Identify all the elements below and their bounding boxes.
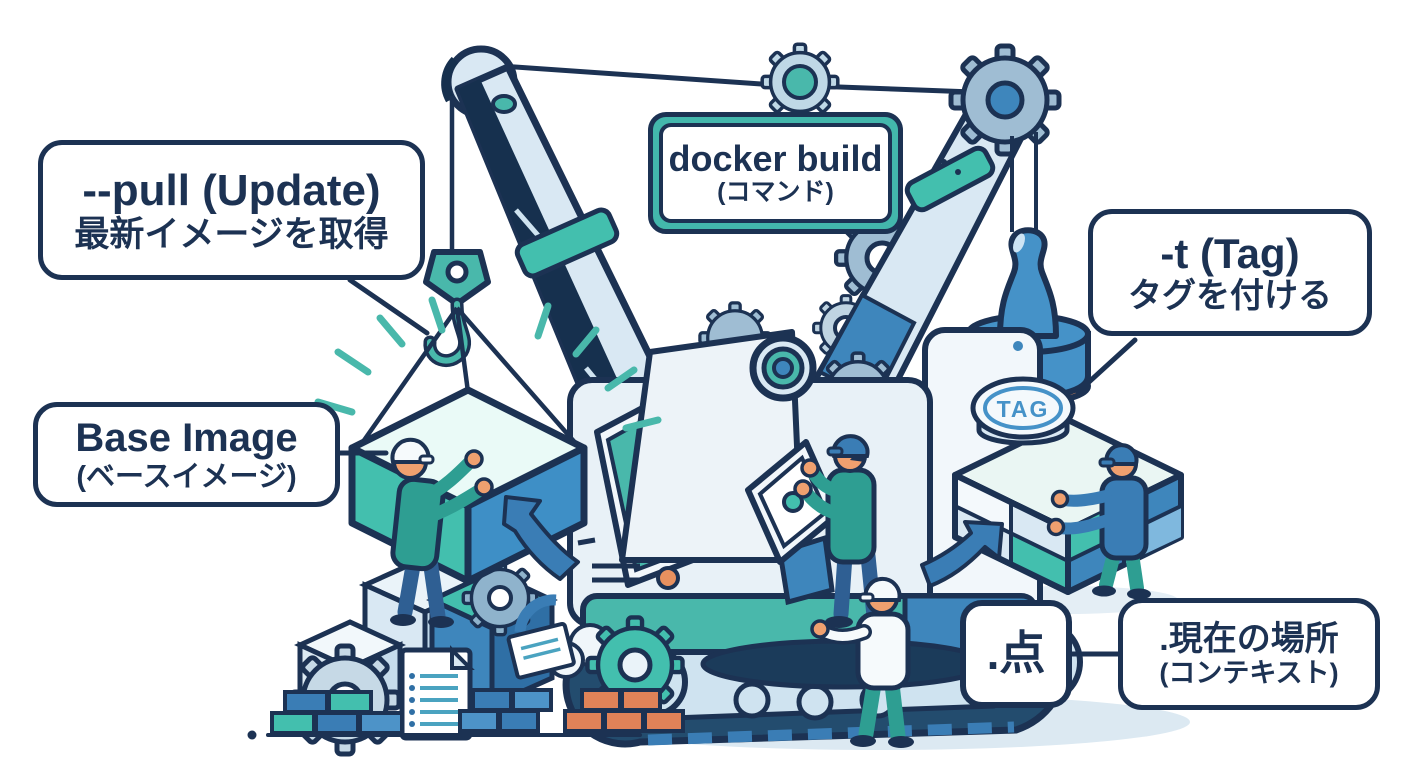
- brick-wall-blue: [458, 688, 553, 733]
- callout-pointer-lines: [337, 277, 1138, 657]
- pull-option-title: --pull (Update): [82, 165, 381, 215]
- tag-option-subtitle: タグを付ける: [1128, 276, 1332, 315]
- dockerfile-document: [399, 645, 475, 741]
- callout-dot: .点: [960, 600, 1072, 708]
- arrow-to-tag-cube: [920, 520, 1004, 588]
- callout-context: .現在の場所 (コンテキスト): [1118, 598, 1380, 710]
- worker-tag: [1046, 443, 1151, 600]
- sign-gear-icon: [760, 42, 840, 122]
- docker-build-subtitle: (コマンド): [717, 178, 834, 207]
- crane-cables: [471, 61, 1001, 96]
- arrow-to-crane: [502, 495, 580, 581]
- docker-build-title: docker build: [668, 138, 883, 180]
- context-title: .現在の場所: [1159, 619, 1339, 658]
- worker-context: [810, 576, 914, 748]
- dot-label: .点: [986, 627, 1046, 680]
- tag-option-title: -t (Tag): [1160, 229, 1300, 277]
- worker-base-image: [390, 437, 494, 628]
- context-subtitle: (コンテキスト): [1159, 657, 1339, 688]
- base-image-title: Base Image: [75, 415, 298, 460]
- callout-pull-option: --pull (Update) 最新イメージを取得: [38, 140, 425, 280]
- tag-label-oval: TAG: [970, 376, 1076, 446]
- callout-base-image: Base Image (ベースイメージ): [33, 402, 340, 507]
- brick-pile-orange: [563, 688, 685, 733]
- pull-option-subtitle: 最新イメージを取得: [74, 215, 389, 255]
- brick-pile-blue: [270, 690, 404, 735]
- paper-sheet: [506, 621, 576, 680]
- callout-tag-option: -t (Tag) タグを付ける: [1088, 209, 1372, 336]
- ground-line: [247, 730, 642, 740]
- tag-stamp-label: TAG: [997, 396, 1050, 422]
- crane-hook: [358, 96, 580, 448]
- docker-build-sign: docker build (コマンド): [648, 112, 903, 234]
- base-image-subtitle: (ベースイメージ): [76, 460, 297, 493]
